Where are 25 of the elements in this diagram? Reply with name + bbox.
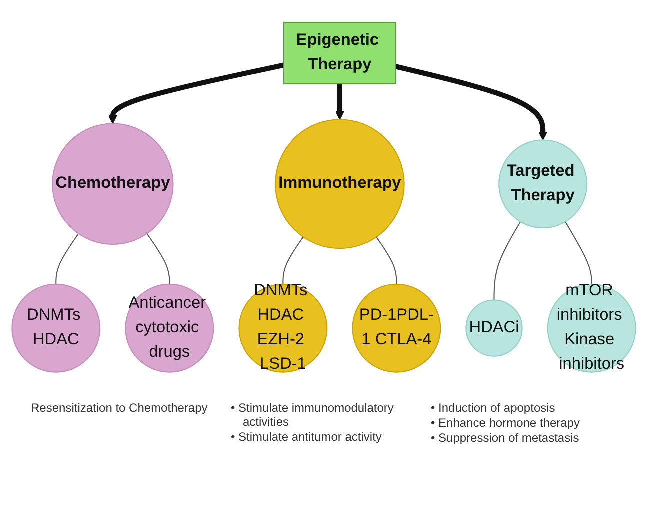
node-circle: Targeted Therapy [498, 140, 588, 229]
connector [376, 236, 397, 284]
connector [146, 234, 170, 284]
arrow [394, 64, 548, 141]
connector [493, 222, 521, 300]
arrow [108, 62, 284, 124]
note-text: • Enhance hormone therapy [431, 416, 581, 430]
node-circle: Immunotherapy [274, 119, 404, 250]
node-circle: DNMTs HDAC EZH-2 LSD-1 [238, 284, 328, 373]
node-circle: mTOR inhibitors Kinase inhibitors [546, 284, 636, 373]
node-circle: HDACi [465, 300, 522, 357]
note-text: • Stimulate immunomodulatory activities [231, 401, 395, 429]
note-text: • Induction of apoptosis [431, 401, 556, 415]
connector [55, 234, 79, 284]
node-circle: Anticancer cytotoxic drugs [124, 284, 214, 373]
node-box: Epigenetic Therapy [283, 22, 396, 84]
connector [282, 236, 304, 284]
note-text: Resensitization to Chemotherapy [31, 401, 209, 415]
node-circle: PD-1PDL-1 CTLA-4 [352, 284, 441, 373]
note-text: • Stimulate antitumor activity [231, 430, 383, 444]
connector [564, 222, 592, 284]
note-text: • Suppression of metastasis [431, 431, 580, 445]
node-circle: DNMTs HDAC [11, 284, 100, 373]
node-circle: Chemotherapy [52, 123, 174, 245]
arrow [334, 84, 344, 120]
